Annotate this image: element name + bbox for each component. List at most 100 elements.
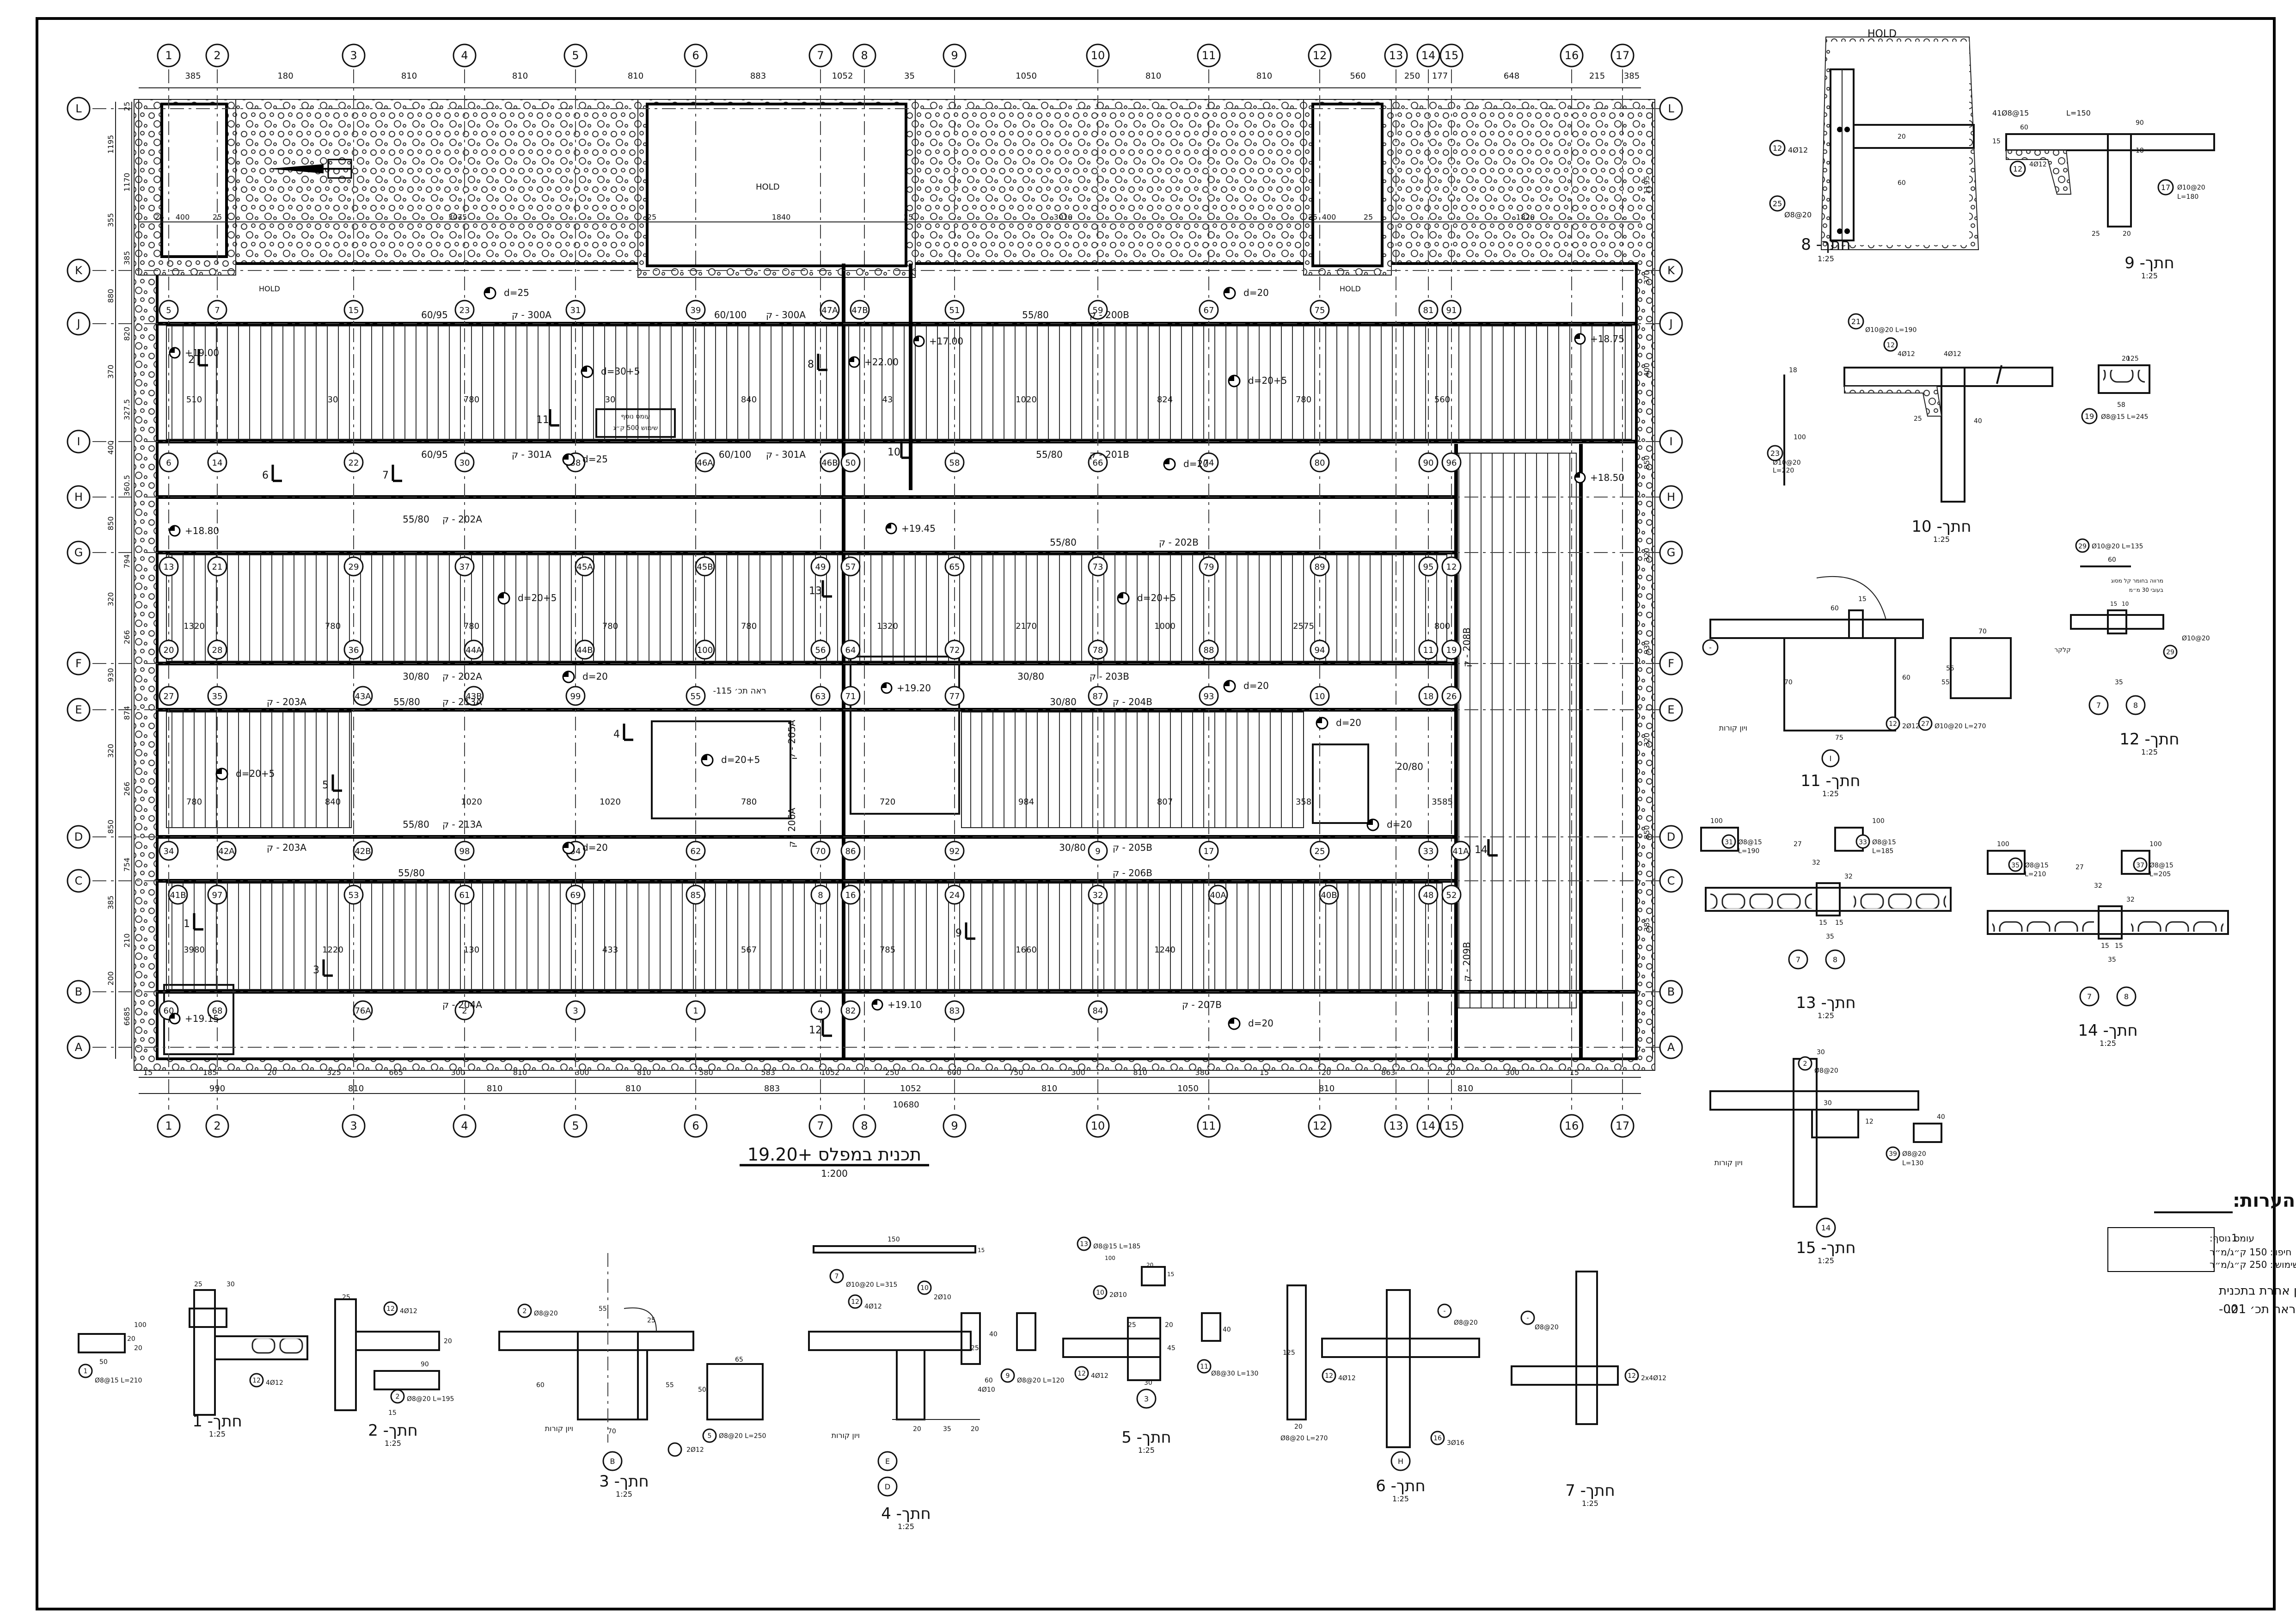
col-bubble-label: 4 [461, 49, 468, 62]
slab-mark-text: d=20+5 [1137, 592, 1176, 603]
bottom-overall-dim: 810 [1457, 1084, 1473, 1094]
column-29 [343, 556, 364, 577]
left-dim: 850 [106, 820, 115, 834]
bottom-dim: 810 [513, 1068, 527, 1077]
bottom-dim: 20 [267, 1068, 276, 1077]
slab-mark-text: d=20+5 [1248, 375, 1287, 386]
svg-text:4Ø12: 4Ø12 [266, 1379, 283, 1387]
left-dim: 400 [106, 441, 115, 455]
column-90 [1418, 452, 1439, 473]
stair-zone [1456, 453, 1577, 1008]
slab-mark: d=20 [1223, 287, 1269, 300]
svg-text:Ø8@20: Ø8@20 [1814, 1067, 1838, 1075]
column-44B [575, 639, 595, 660]
column-56 [810, 639, 831, 660]
column-id: 16 [845, 891, 856, 900]
row-bubble-F [1659, 651, 1683, 676]
beam-label: 205B - ק [1113, 842, 1152, 853]
svg-text:27: 27 [1921, 720, 1929, 728]
svg-text:55: 55 [666, 1382, 674, 1389]
svg-text:15: 15 [1858, 596, 1867, 603]
inner-dim: 807 [1157, 797, 1173, 807]
section-cut-4: 4 [613, 724, 633, 741]
svg-text:L=220: L=220 [1773, 467, 1794, 474]
level-text: +19.00 [185, 347, 219, 358]
col-bubble-label: 3 [350, 49, 357, 62]
slab-mark-text: d=30+5 [601, 366, 640, 377]
column-82 [840, 1000, 861, 1020]
svg-text:30: 30 [1824, 1100, 1832, 1107]
svg-text:Ø8@15: Ø8@15 [2002, 109, 2029, 117]
column-id: 73 [1093, 562, 1103, 572]
opening-corner [163, 984, 234, 1055]
section-2-title: חתך- 2 [368, 1421, 418, 1440]
column-id: 93 [1204, 692, 1214, 701]
beam-label: 301A - ק [512, 449, 551, 460]
col-bubble-label: 7 [817, 49, 824, 62]
column-68 [207, 1000, 227, 1020]
inner-dim: 1240 [1154, 945, 1176, 955]
column-58 [944, 452, 965, 473]
column-id: 81 [1423, 306, 1434, 315]
svg-text:20: 20 [1165, 1321, 1173, 1329]
column-id: 42B [355, 847, 371, 856]
column-77 [944, 686, 965, 706]
inner-dim: 43 [882, 395, 893, 405]
level-text: +19.10 [888, 999, 922, 1010]
stair-note-1: עומס נוסף [621, 413, 650, 420]
plan-title: תכנית במפלס +19.20 [747, 1144, 921, 1165]
section-cut-label: 5 [322, 780, 329, 791]
section-cut-label: 4 [613, 729, 620, 740]
svg-text:35: 35 [1826, 933, 1834, 940]
level-text: +18.75 [1590, 333, 1624, 344]
column-id: 90 [1423, 458, 1434, 468]
hold-label-right: HOLD [1340, 284, 1361, 293]
column-99 [565, 686, 586, 706]
svg-text:20: 20 [2123, 230, 2131, 238]
svg-text:19: 19 [2085, 412, 2094, 421]
slab-mark: d=20+5 [1117, 592, 1176, 605]
column-id: 92 [949, 847, 960, 856]
beam-label: 201B - ק [1090, 449, 1129, 460]
column-62 [686, 841, 706, 861]
top-dim: 810 [628, 71, 643, 81]
svg-text:60: 60 [1831, 605, 1839, 612]
svg-text:Ø8@15: Ø8@15 [2149, 862, 2174, 869]
column-id: 11 [1423, 645, 1434, 655]
beam-size: 30/80 [1059, 842, 1086, 853]
inner-dim: 840 [741, 395, 757, 405]
svg-text:29: 29 [2078, 543, 2087, 550]
level-text: +18.50 [1590, 472, 1624, 483]
svg-text:4Ø12: 4Ø12 [1944, 350, 1961, 358]
col-bubble-label: 9 [951, 1119, 958, 1132]
bottom-dim: 600 [947, 1068, 961, 1077]
row-bubble-G [1659, 541, 1683, 565]
bottom-dim: 15 [1260, 1068, 1269, 1077]
svg-text:12: 12 [386, 1305, 395, 1313]
col-bubble-14 [1416, 43, 1440, 68]
col-bubble-12 [1308, 1114, 1332, 1138]
column-id: 46A [697, 458, 713, 468]
col-bubble-7 [808, 43, 833, 68]
column-id: 83 [949, 1006, 960, 1016]
column-2 [454, 1000, 475, 1020]
svg-text:Ø8@20: Ø8@20 [1535, 1324, 1559, 1331]
svg-text:I: I [1830, 754, 1832, 763]
column-72 [944, 639, 965, 660]
column-13 [159, 556, 179, 577]
column-id: 78 [1093, 645, 1103, 655]
col-bubble-12 [1308, 43, 1332, 68]
section-6: - 125 20 Ø8@20 L=270 12 4Ø12 Ø8@20 16 3Ø… [1280, 1284, 1480, 1503]
svg-text:ויון קורות: ויון קורות [1719, 724, 1747, 732]
section-8: HOLD 12 4Ø12 25 Ø8@20 20 60 חתך- 8 1:25 [1769, 28, 1979, 263]
svg-text:12: 12 [1078, 1370, 1086, 1377]
column-id: 62 [691, 847, 701, 856]
col-bubble-label: 9 [951, 49, 958, 62]
row-bubble-label: E [1667, 703, 1674, 716]
beam-label: 202B - ק [1159, 537, 1199, 548]
top-dim: 385 [1624, 71, 1640, 81]
svg-text:4Ø12: 4Ø12 [400, 1308, 417, 1315]
svg-text:60: 60 [1902, 674, 1910, 682]
col-bubble-label: 2 [214, 49, 220, 62]
top-dim: 250 [1404, 71, 1420, 81]
